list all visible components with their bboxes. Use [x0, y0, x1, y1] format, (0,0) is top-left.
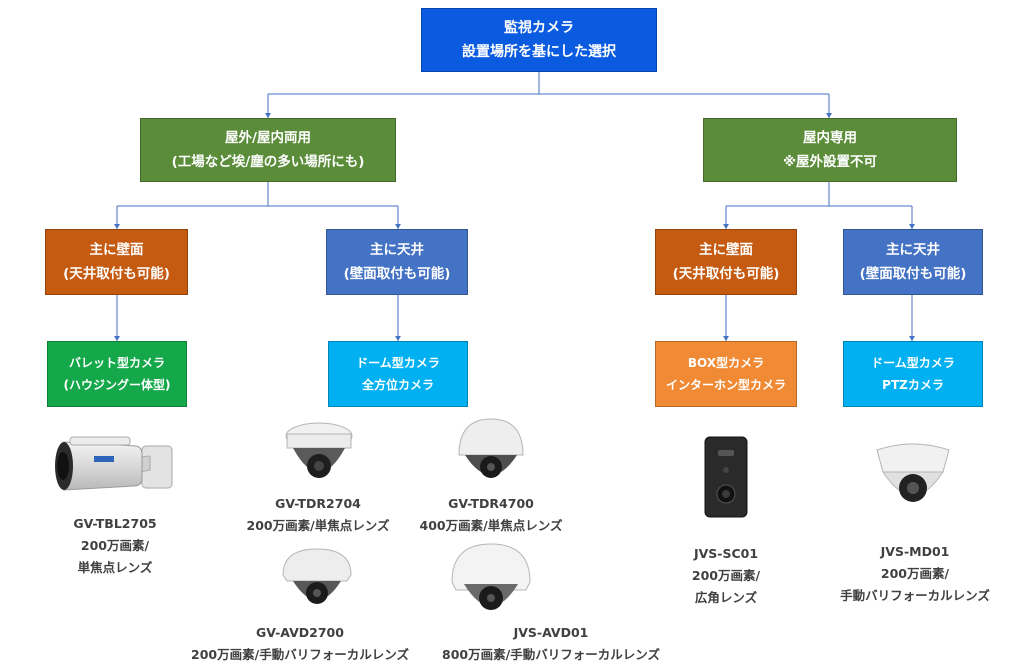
product-spec: 400万画素/単焦点レンズ [419, 518, 563, 533]
box-type-node: BOX型カメラ インターホン型カメラ [655, 341, 797, 407]
outdoor-line2: (工場など埃/塵の多い場所にも) [171, 154, 365, 170]
bullet-type-node: バレット型カメラ (ハウジングー体型) [47, 341, 187, 407]
dome-outdoor-type-node: ドーム型カメラ 全方位カメラ [328, 341, 468, 407]
product-name: GV-TDR2704 [275, 496, 361, 511]
indoor-wall-line1: 主に壁面 [699, 242, 753, 258]
product-gv-tbl2705: GV-TBL2705 200万画素/ 単焦点レンズ [55, 513, 175, 579]
dome-camera-tdr2704-image [285, 422, 353, 478]
root-line1: 監視カメラ [504, 20, 574, 36]
outdoor-ceiling-node: 主に天井 (壁面取付も可能) [326, 229, 468, 295]
outdoor-wall-line1: 主に壁面 [89, 242, 144, 258]
dome-camera-tdr4700-image [458, 418, 524, 478]
product-spec: 200万画素/ [691, 568, 761, 583]
product-name: JVS-MD01 [880, 544, 950, 559]
outdoor-wall-node: 主に壁面 (天井取付も可能) [45, 229, 188, 295]
outdoor-node: 屋外/屋内両用 (工場など埃/塵の多い場所にも) [140, 118, 396, 182]
product-jvs-sc01: JVS-SC01 200万画素/ 広角レンズ [666, 543, 786, 609]
dome-indoor-type-node: ドーム型カメラ PTZカメラ [843, 341, 983, 407]
outdoor-ceiling-line2: (壁面取付も可能) [343, 266, 451, 282]
product-spec: 広角レンズ [694, 590, 758, 605]
product-spec: 手動バリフォーカルレンズ [840, 588, 990, 603]
product-name: GV-TBL2705 [73, 516, 157, 531]
indoor-wall-node: 主に壁面 (天井取付も可能) [655, 229, 797, 295]
dome-camera-md01-image [876, 443, 950, 502]
product-spec: 200万画素/ [880, 566, 950, 581]
intercom-camera-image [704, 436, 748, 518]
indoor-ceiling-node: 主に天井 (壁面取付も可能) [843, 229, 983, 295]
product-gv-tdr2704: GV-TDR2704 200万画素/単焦点レンズ [218, 493, 418, 537]
product-name: GV-TDR4700 [448, 496, 534, 511]
indoor-line1: 屋内専用 [803, 130, 857, 146]
product-spec: 200万画素/単焦点レンズ [246, 518, 390, 533]
product-name: JVS-AVD01 [513, 625, 589, 640]
dome-indoor-type-line2: PTZカメラ [882, 378, 944, 392]
product-spec: 200万画素/手動バリフォーカルレンズ [191, 647, 409, 662]
product-name: GV-AVD2700 [256, 625, 344, 640]
product-spec: 単焦点レンズ [77, 560, 153, 575]
dome-outdoor-type-line2: 全方位カメラ [361, 378, 434, 392]
box-type-line1: BOX型カメラ [687, 356, 765, 370]
product-jvs-md01: JVS-MD01 200万画素/ 手動バリフォーカルレンズ [840, 541, 990, 607]
bullet-type-line2: (ハウジングー体型) [63, 378, 171, 392]
product-gv-tdr4700: GV-TDR4700 400万画素/単焦点レンズ [391, 493, 591, 537]
dome-outdoor-type-line1: ドーム型カメラ [356, 356, 440, 370]
dome-camera-avd2700-image [282, 548, 352, 604]
product-spec: 800万画素/手動バリフォーカルレンズ [442, 647, 660, 662]
bullet-camera-image [55, 436, 173, 491]
indoor-ceiling-line2: (壁面取付も可能) [859, 266, 967, 282]
dome-indoor-type-line1: ドーム型カメラ [871, 356, 955, 370]
product-jvs-avd01: JVS-AVD01 800万画素/手動バリフォーカルレンズ [433, 622, 669, 666]
box-type-line2: インターホン型カメラ [665, 378, 786, 392]
product-spec: 200万画素/ [80, 538, 150, 553]
product-name: JVS-SC01 [693, 546, 759, 561]
indoor-wall-line2: (天井取付も可能) [672, 266, 780, 282]
dome-camera-avd01-image [451, 543, 531, 610]
bullet-type-line1: バレット型カメラ [68, 356, 165, 370]
outdoor-ceiling-line1: 主に天井 [370, 242, 424, 258]
indoor-line2: ※屋外設置不可 [782, 154, 878, 170]
root-line2: 設置場所を基にした選択 [462, 44, 616, 60]
outdoor-wall-line2: (天井取付も可能) [63, 266, 170, 282]
indoor-ceiling-line1: 主に天井 [886, 242, 940, 258]
root-node: 監視カメラ 設置場所を基にした選択 [421, 8, 657, 72]
product-gv-avd2700: GV-AVD2700 200万画素/手動バリフォーカルレンズ [185, 622, 415, 666]
indoor-node: 屋内専用 ※屋外設置不可 [703, 118, 957, 182]
outdoor-line1: 屋外/屋内両用 [225, 130, 311, 146]
